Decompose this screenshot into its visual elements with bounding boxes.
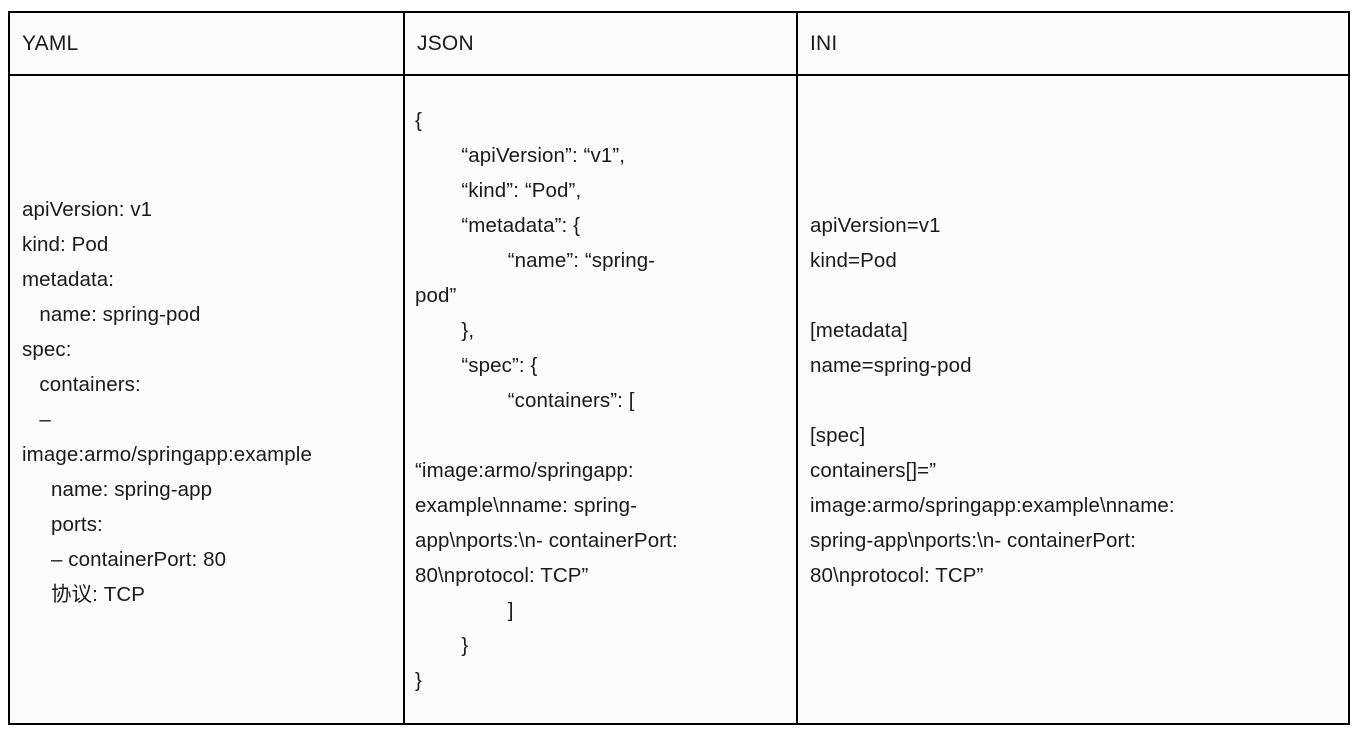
column-header-json: JSON xyxy=(403,13,797,76)
column-header-ini-label: INI xyxy=(810,31,838,55)
comparison-table: YAML JSON INI apiVersion: v1 kind: Pod m… xyxy=(10,13,1348,725)
cell-yaml: apiVersion: v1 kind: Pod metadata: name:… xyxy=(10,75,404,725)
cell-ini: apiVersion=v1 kind=Pod [metadata] name=s… xyxy=(796,75,1348,725)
json-code-block: { “apiVersion”: “v1”, “kind”: “Pod”, “me… xyxy=(415,109,678,692)
table-body-row: apiVersion: v1 kind: Pod metadata: name:… xyxy=(10,75,1348,725)
column-header-json-label: JSON xyxy=(417,31,474,55)
table-header-row: YAML JSON INI xyxy=(10,13,1348,76)
yaml-code-block: apiVersion: v1 kind: Pod metadata: name:… xyxy=(22,197,312,606)
ini-code-block: apiVersion=v1 kind=Pod [metadata] name=s… xyxy=(810,214,1175,587)
format-comparison-table: YAML JSON INI apiVersion: v1 kind: Pod m… xyxy=(8,11,1350,725)
column-header-ini: INI xyxy=(796,13,1348,76)
cell-json: { “apiVersion”: “v1”, “kind”: “Pod”, “me… xyxy=(403,75,797,725)
column-header-yaml: YAML xyxy=(10,13,404,76)
column-header-yaml-label: YAML xyxy=(22,31,79,55)
